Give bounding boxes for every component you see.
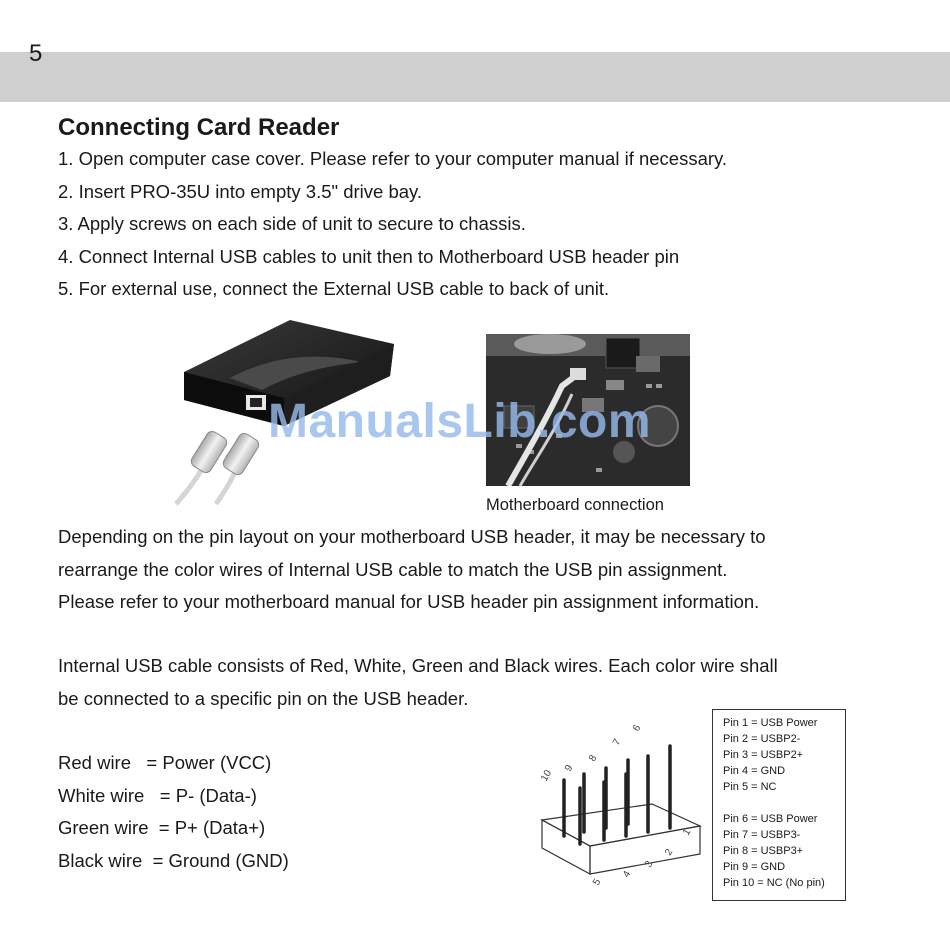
page-number: 5	[29, 40, 43, 67]
text-line: Internal USB cable consists of Red, Whit…	[58, 655, 778, 676]
wire-item-white: White wire = P- (Data-)	[58, 784, 257, 806]
pin-row: Pin 2 = USBP2-	[723, 733, 801, 745]
pin-row: Pin 9 = GND	[723, 861, 786, 873]
wire-item-red: Red wire = Power (VCC)	[58, 752, 272, 773]
pin-label: 7	[611, 737, 624, 748]
pin-label: 2	[663, 847, 676, 858]
pin-row: Pin 4 = GND	[723, 765, 786, 777]
pin-label: 5	[591, 877, 604, 888]
header-bar	[0, 52, 950, 102]
text-line: rearrange the color wires of Internal US…	[58, 558, 728, 580]
pin-row: Pin 7 = USBP3-	[723, 829, 801, 841]
step-item: 3. Apply screws on each side of unit to …	[58, 213, 526, 234]
step-item: 5. For external use, connect the Externa…	[58, 278, 610, 299]
pin-label: 8	[587, 753, 600, 764]
usb-header-diagram: 10 9 8 7 6 5 4 3 2 1	[539, 723, 702, 888]
pin-row: Pin 10 = NC (No pin)	[723, 877, 825, 889]
pin-label: 1	[681, 827, 694, 838]
step-item: 2. Insert PRO-35U into empty 3.5" drive …	[58, 180, 423, 202]
section-title: Connecting Card Reader	[58, 114, 340, 141]
cable-paragraph: Internal USB cable consists of Red, Whit…	[58, 650, 778, 715]
usb-cable-icon	[174, 430, 260, 506]
wire-item-green: Green wire = P+ (Data+)	[58, 817, 266, 838]
pin-row: Pin 6 = USB Power	[723, 813, 818, 825]
pin-label: 3	[643, 859, 656, 870]
wire-item-black: Black wire = Ground (GND)	[58, 849, 289, 871]
text-line: be connected to a specific pin on the US…	[58, 687, 469, 709]
motherboard-photo	[486, 334, 690, 486]
pin-label: 6	[631, 723, 644, 734]
step-item: 4. Connect Internal USB cables to unit t…	[58, 245, 680, 267]
watermark: ManualsLib.com	[268, 395, 652, 448]
wire-list: Red wire = Power (VCC) White wire = P- (…	[58, 747, 289, 877]
pin-row: Pin 1 = USB Power	[723, 717, 818, 729]
pin-layout-paragraph: Depending on the pin layout on your moth…	[58, 521, 766, 619]
pin-label: 9	[563, 763, 576, 774]
pin-assignment-table: Pin 1 = USB Power Pin 2 = USBP2- Pin 3 =…	[712, 709, 846, 901]
step-list: 1. Open computer case cover. Please refe…	[58, 143, 727, 306]
pin-label: 4	[621, 869, 634, 880]
pin-row: Pin 5 = NC	[723, 781, 777, 793]
card-reader-photo	[174, 320, 394, 506]
pin-group-gap	[723, 795, 845, 811]
text-line: Please refer to your motherboard manual …	[58, 591, 760, 612]
pin-row: Pin 3 = USBP2+	[723, 749, 804, 761]
text-line: Depending on the pin layout on your moth…	[58, 526, 766, 547]
pin-label: 10	[539, 768, 554, 784]
pin-row: Pin 8 = USBP3+	[723, 845, 804, 857]
step-item: 1. Open computer case cover. Please refe…	[58, 148, 728, 169]
motherboard-caption: Motherboard connection	[486, 496, 664, 514]
